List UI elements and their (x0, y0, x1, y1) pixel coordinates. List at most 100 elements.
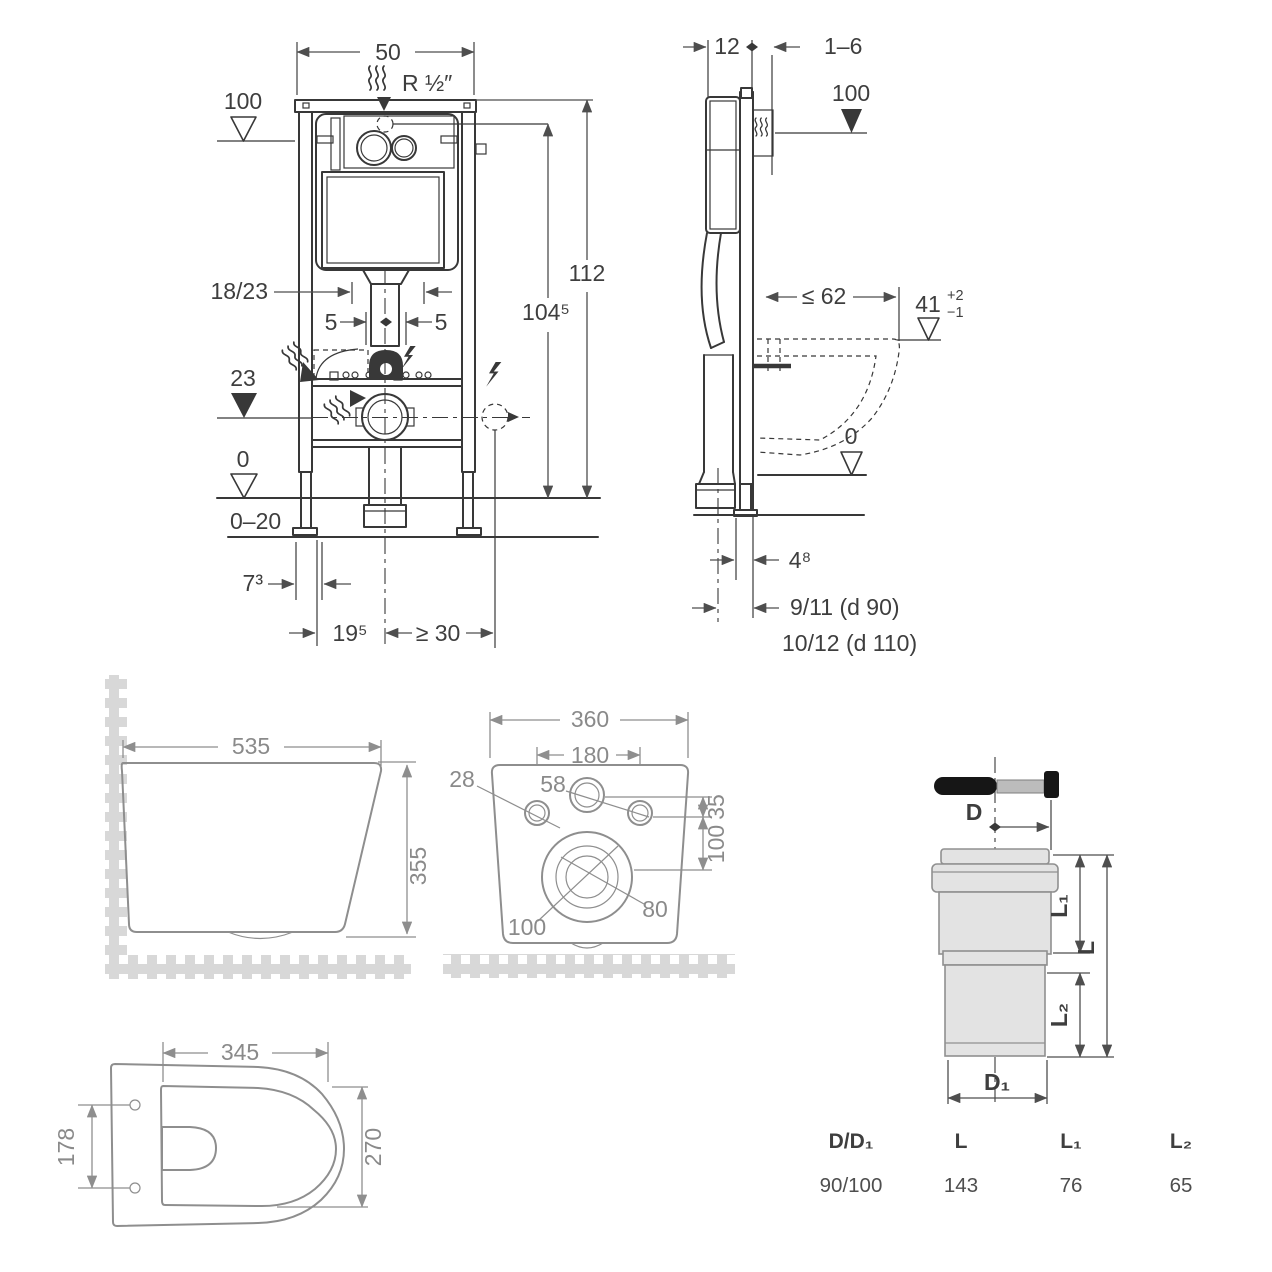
wall-anchor (475, 143, 487, 155)
level-marker-open (917, 317, 940, 341)
pipe-label-l2: L₂ (1046, 1003, 1072, 1027)
table-header-l: L (955, 1130, 968, 1153)
tolerance-plus: +2 (947, 288, 964, 304)
left-leg (300, 471, 312, 531)
seal-cap (1044, 771, 1059, 798)
pipe-label-d1: D₁ (984, 1069, 1010, 1095)
bowl-side-view: 535 355 (105, 675, 431, 979)
inspection-window (321, 171, 445, 269)
cistern-profile (705, 96, 741, 234)
dim-41: 41 (915, 291, 941, 317)
bowl-rear-outline (490, 764, 690, 944)
side-view: 100 12 1–6 ≤ 62 41 (683, 33, 964, 656)
lightning-icon (486, 362, 502, 387)
dim-seat-width: 345 (221, 1039, 259, 1065)
seat-inner-ring (160, 1085, 337, 1208)
dim-100: 100 (703, 825, 729, 863)
outlet-elbow (695, 483, 736, 509)
water-icon (367, 65, 387, 91)
tolerance-minus: −1 (947, 305, 964, 321)
flush-pipe-flare (362, 269, 410, 285)
hinge-hole-top (129, 1099, 141, 1111)
pipe-step (942, 950, 1048, 966)
level-marker-open (840, 451, 863, 476)
pipe-top-rim (940, 848, 1050, 865)
floor-range-label: 0–20 (230, 508, 281, 534)
seat-front-recess (161, 1126, 217, 1171)
dim-inlet-58: 58 (540, 771, 566, 797)
level-0-label: 0 (237, 446, 250, 472)
lightning-icon (401, 346, 416, 370)
pipe-label-d: D (966, 799, 983, 825)
dim-actuator-height: 104⁵ (522, 299, 570, 325)
dim-outlet-80: 80 (642, 896, 668, 922)
fixing-hole-right (627, 800, 653, 826)
supply-label: R ½″ (402, 70, 452, 96)
dim-4-8: 4⁸ (789, 547, 812, 573)
pipe-detail-view: D L₁ L₂ L D₁ (931, 757, 1114, 1104)
dim-outlet-d110: 10/12 (d 110) (782, 630, 917, 656)
dim-wall-1-6: 1–6 (824, 33, 862, 59)
seal-sleeve (996, 779, 1045, 794)
pipe-label-l: L (1073, 941, 1099, 955)
dim-frame-width: 50 (375, 39, 401, 65)
dim-7-label: 7³ (243, 570, 264, 596)
level-marker-open (230, 473, 258, 499)
dim-19-label: 19⁵ (332, 620, 367, 646)
table-header-dd1: D/D₁ (829, 1130, 874, 1153)
bowl-outline-dashed (756, 338, 900, 456)
table-value-l: 143 (944, 1174, 978, 1197)
dim-outlet-100: 100 (508, 914, 546, 940)
pipe-socket (938, 891, 1052, 955)
supply-box (752, 109, 774, 157)
dim-offset-left: 5 (325, 309, 338, 335)
level-100-label: 100 (224, 88, 262, 114)
dim-hinge-span: 178 (53, 1128, 79, 1166)
inlet-zone (313, 349, 369, 383)
level-marker-filled (231, 393, 257, 418)
seat-outer (110, 1063, 345, 1227)
bowl-rear-view: 28 58 100 80 360 180 35 100 (443, 706, 735, 978)
seat-top-view: 345 178 270 (53, 1039, 386, 1227)
table-header-l1: L₁ (1060, 1130, 1082, 1153)
water-icon (754, 117, 769, 137)
dim-bowl-height: 355 (405, 847, 431, 885)
dim-bowl-length: 535 (232, 733, 270, 759)
table-value-dd1: 90/100 (820, 1174, 883, 1197)
frame-profile (739, 91, 754, 485)
level-marker-open (230, 116, 257, 142)
inlet-opening (569, 777, 605, 813)
cross-rail-upper (311, 378, 463, 387)
table-value-l1: 76 (1060, 1174, 1083, 1197)
hinge-hole-bottom (129, 1182, 141, 1194)
dim-seat-depth: 270 (360, 1128, 386, 1166)
level-marker-filled (841, 109, 862, 133)
right-leg (462, 471, 474, 531)
dim-offset-right: 5 (435, 309, 448, 335)
table-value-l2: 65 (1170, 1174, 1193, 1197)
dim-min30-label: ≥ 30 (416, 620, 461, 646)
dim-hole-span: 180 (571, 742, 609, 768)
side-level-0: 0 (845, 423, 858, 449)
dim-bracket-range: 18/23 (210, 278, 268, 304)
seal-ring (934, 777, 997, 795)
cross-rail-lower (311, 439, 463, 448)
level-23-label: 23 (230, 365, 256, 391)
dim-max-62: ≤ 62 (802, 283, 847, 309)
table-header-l2: L₂ (1170, 1130, 1192, 1153)
outlet-opening (541, 831, 633, 923)
dim-35: 35 (703, 794, 729, 820)
front-view: 50 R ½″ 112 104⁵ 18/23 5 5 100 23 0 0–20 (210, 39, 605, 648)
actuator-plate (343, 115, 455, 169)
pipe-collar (931, 863, 1059, 893)
dim-overall-height: 112 (569, 260, 606, 286)
bowl-profile (120, 762, 383, 933)
fixing-hole-left (524, 800, 550, 826)
dim-rear-width: 360 (571, 706, 609, 732)
flow-icon (322, 394, 352, 426)
dim-hole-28: 28 (449, 766, 475, 792)
side-level-100: 100 (832, 80, 870, 106)
dimension-table: D/D₁ L L₁ L₂ 90/100 143 76 65 (820, 1130, 1193, 1197)
